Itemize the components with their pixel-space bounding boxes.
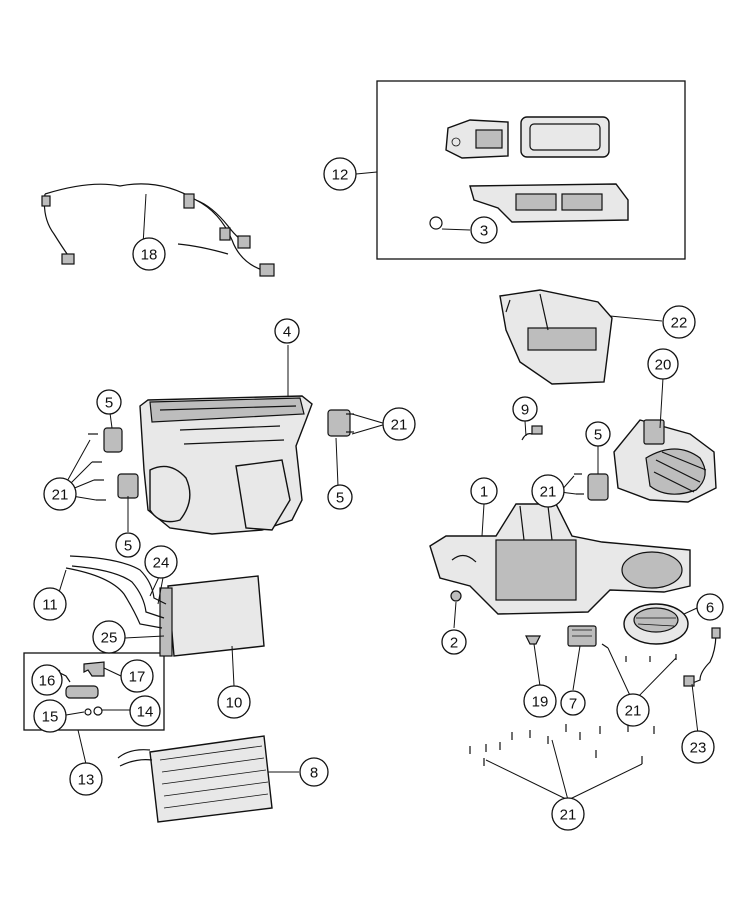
callout-5a: 5 (96, 389, 122, 415)
svg-text:3: 3 (480, 223, 488, 240)
callout-21b: 21 (43, 477, 77, 511)
temperature-probe (525, 635, 541, 645)
svg-text:15: 15 (42, 709, 59, 726)
screws-left (88, 413, 354, 501)
callout-23: 23 (681, 730, 715, 764)
screws-field (469, 724, 655, 766)
drain-grommet (450, 590, 462, 602)
hvac-lower-housing (429, 503, 691, 615)
blower-resistor (567, 625, 597, 647)
callout-6: 6 (696, 593, 724, 621)
evaporator (117, 735, 273, 823)
callout-25: 25 (92, 620, 126, 654)
svg-text:17: 17 (129, 669, 146, 686)
callout-12: 12 (323, 157, 357, 191)
callout-4: 4 (274, 318, 300, 344)
callout-21a: 21 (382, 407, 416, 441)
svg-text:10: 10 (226, 695, 243, 712)
blower-motor (623, 603, 689, 645)
svg-text:25: 25 (101, 630, 118, 647)
svg-text:22: 22 (671, 315, 688, 332)
callout-22: 22 (662, 305, 696, 339)
expansion-valve-kit (57, 661, 105, 716)
svg-text:21: 21 (391, 417, 408, 434)
svg-text:1: 1 (480, 484, 488, 501)
svg-text:18: 18 (141, 247, 158, 264)
svg-text:9: 9 (521, 402, 529, 419)
callout-15: 15 (33, 699, 67, 733)
callout-11: 11 (33, 587, 67, 621)
callout-21e: 21 (551, 797, 585, 831)
svg-text:8: 8 (310, 765, 318, 782)
svg-text:6: 6 (706, 600, 714, 617)
callout-5c: 5 (115, 532, 141, 558)
callout-5b: 5 (327, 484, 353, 510)
recirc-door-actuator (587, 473, 609, 501)
actuator-bracket (445, 119, 509, 159)
small-seal-ring (429, 216, 443, 230)
callout-1: 1 (470, 477, 498, 505)
heater-core (159, 575, 265, 657)
screws-blower (601, 643, 677, 662)
svg-text:5: 5 (105, 395, 113, 412)
svg-text:21: 21 (625, 703, 642, 720)
callout-21d: 21 (616, 693, 650, 727)
svg-text:5: 5 (336, 490, 344, 507)
seal-gasket (520, 116, 610, 158)
svg-text:4: 4 (283, 324, 291, 341)
svg-text:19: 19 (532, 694, 549, 711)
svg-text:5: 5 (594, 427, 602, 444)
hvac-upper-housing (139, 395, 313, 535)
svg-text:21: 21 (52, 487, 69, 504)
callout-2: 2 (441, 629, 467, 655)
wire-harness-pigtail (683, 627, 721, 687)
svg-text:13: 13 (78, 772, 95, 789)
svg-text:7: 7 (569, 696, 577, 713)
callout-14: 14 (129, 695, 161, 727)
heater-tubes (65, 555, 167, 629)
blend-door-actuator-right (327, 409, 351, 437)
callout-17: 17 (120, 659, 154, 693)
filter-door (469, 183, 629, 223)
svg-text:20: 20 (655, 357, 672, 374)
callout-18: 18 (132, 237, 166, 271)
callout-16: 16 (31, 664, 63, 696)
callout-19: 19 (523, 684, 557, 718)
mode-door-actuator-lower (117, 473, 139, 499)
callout-8: 8 (299, 757, 329, 787)
callout-9: 9 (512, 396, 538, 422)
wiring-harness (41, 183, 275, 277)
callout-24: 24 (144, 545, 178, 579)
svg-text:24: 24 (153, 555, 170, 572)
svg-text:21: 21 (560, 807, 577, 824)
svg-text:14: 14 (137, 704, 154, 721)
callout-7: 7 (560, 690, 586, 716)
callout-13: 13 (69, 762, 103, 796)
callout-10: 10 (217, 685, 251, 719)
kit-box-12 (376, 80, 686, 260)
svg-text:5: 5 (124, 538, 132, 555)
blower-housing (613, 419, 717, 503)
air-inlet-duct (499, 289, 613, 385)
svg-text:11: 11 (42, 597, 58, 614)
temperature-sensor (521, 425, 543, 441)
callout-5d: 5 (585, 421, 611, 447)
svg-text:12: 12 (332, 167, 349, 184)
callout-20: 20 (647, 348, 679, 380)
svg-text:23: 23 (690, 740, 707, 757)
svg-text:16: 16 (39, 673, 56, 690)
kit-box-13 (23, 652, 165, 731)
svg-text:21: 21 (540, 484, 557, 501)
callout-3: 3 (470, 216, 498, 244)
svg-text:2: 2 (450, 635, 458, 652)
callout-21c: 21 (531, 474, 565, 508)
mode-door-actuator-upper (103, 427, 123, 453)
